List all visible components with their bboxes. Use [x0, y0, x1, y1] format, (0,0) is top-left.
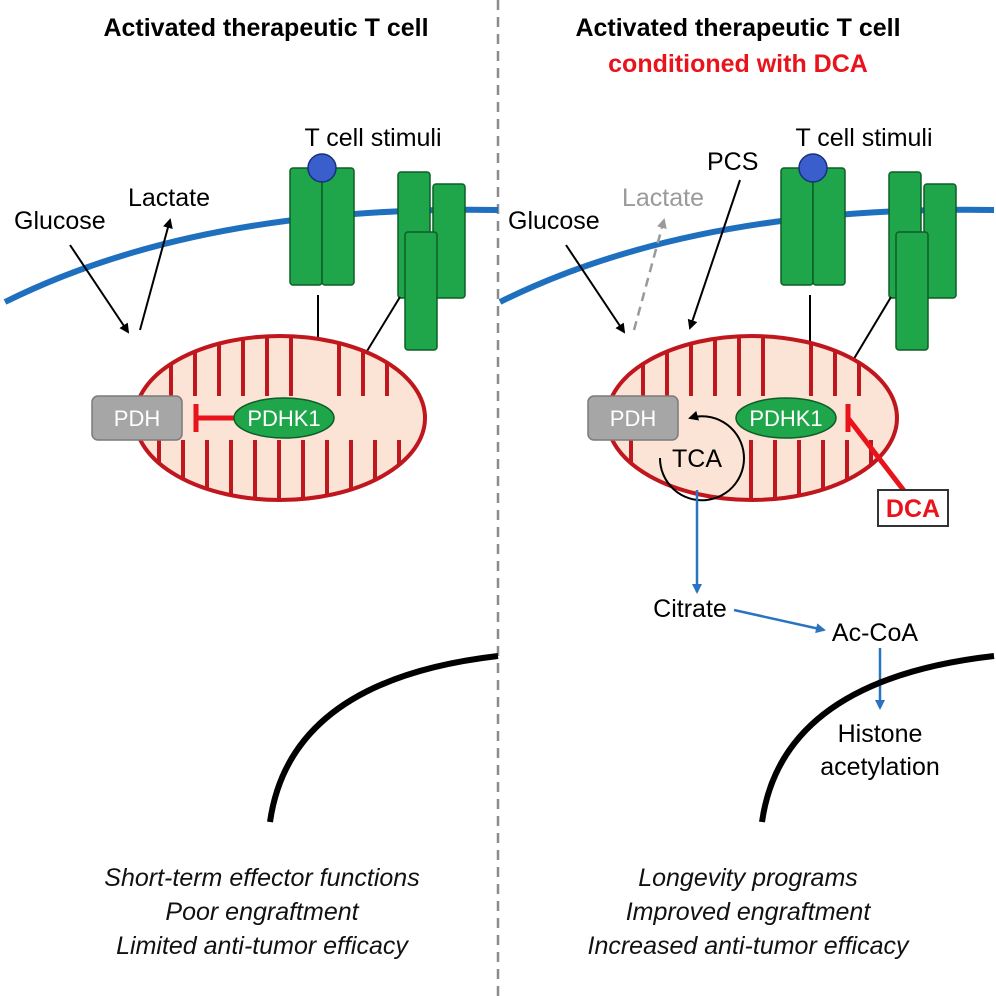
left-receptor-2b — [432, 183, 466, 299]
right-pdh-box — [587, 395, 679, 441]
right-outcome-2: Improved engraftment — [626, 898, 872, 926]
right-accoa-label: Ac-CoA — [832, 619, 918, 647]
left-receptor-2c — [404, 231, 438, 351]
left-pdhk1-oval — [233, 397, 335, 439]
right-lactate-arrow — [632, 218, 667, 331]
right-accoa-arrow — [733, 608, 826, 634]
right-title: Activated therapeutic T cell — [575, 14, 900, 42]
left-nucleus — [267, 653, 499, 823]
right-stimulus-ligand — [798, 153, 828, 183]
right-receptor-1a — [780, 167, 814, 286]
left-outcome-3: Limited anti-tumor efficacy — [116, 932, 409, 960]
right-panel: Activated therapeutic T cell conditioned… — [498, 14, 995, 960]
right-receptor-1b — [812, 167, 846, 286]
right-pdhk1-label: PDHK1 — [749, 406, 822, 431]
right-pcs-arrow — [687, 179, 741, 330]
right-stimuli-label: T cell stimuli — [795, 124, 932, 152]
left-glucose-arrow — [69, 244, 130, 334]
right-tca-label: TCA — [672, 445, 722, 473]
left-stimulus-ligand — [307, 153, 337, 183]
right-pdh-label: PDH — [610, 406, 656, 431]
right-histone-label-2: acetylation — [820, 753, 940, 781]
left-panel: Activated therapeutic T cell T cell stim… — [3, 14, 499, 960]
left-pdh-label: PDH — [114, 406, 160, 431]
left-lactate-arrow — [139, 218, 173, 331]
left-lactate-label: Lactate — [128, 184, 210, 212]
left-title: Activated therapeutic T cell — [103, 14, 428, 42]
right-subtitle: conditioned with DCA — [608, 50, 868, 78]
right-glucose-label: Glucose — [508, 207, 600, 235]
right-nucleus — [759, 653, 995, 823]
right-receptor-2c — [895, 231, 929, 351]
left-glucose-label: Glucose — [14, 207, 106, 235]
right-outcome-3: Increased anti-tumor efficacy — [588, 932, 910, 960]
left-outcome-2: Poor engraftment — [165, 898, 359, 926]
right-lactate-label: Lactate — [622, 184, 704, 212]
right-receptor-2b — [923, 183, 957, 299]
left-receptor-1a — [289, 167, 323, 286]
left-pdh-box — [91, 395, 183, 441]
left-receptor-1b — [321, 167, 355, 286]
right-histone-label-1: Histone — [838, 720, 923, 748]
left-outcome-1: Short-term effector functions — [104, 864, 419, 892]
right-dca-label: DCA — [886, 495, 940, 523]
right-dca-box — [877, 489, 949, 527]
right-pcs-label: PCS — [707, 148, 758, 176]
right-glucose-arrow — [565, 244, 626, 334]
right-citrate-label: Citrate — [653, 595, 727, 623]
right-dca-inhibit-line — [846, 416, 907, 494]
right-pdhk1-oval — [735, 397, 837, 439]
left-stimuli-label: T cell stimuli — [304, 124, 441, 152]
right-outcome-1: Longevity programs — [638, 864, 858, 892]
left-pdhk1-label: PDHK1 — [247, 406, 320, 431]
right-tca-cycle — [658, 410, 745, 502]
